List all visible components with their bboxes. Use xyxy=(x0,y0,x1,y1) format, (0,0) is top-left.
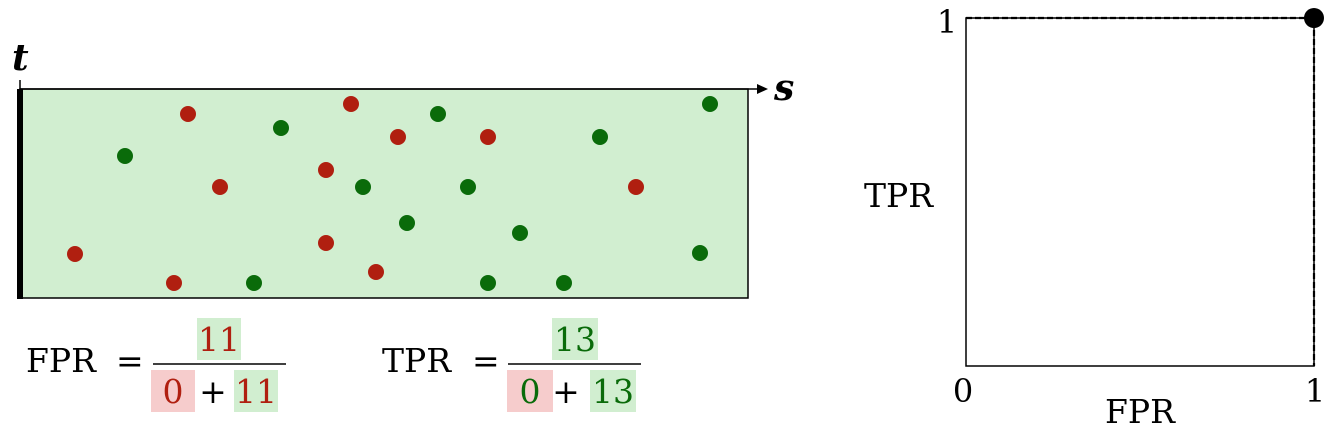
tpr-denominator-left: 0 xyxy=(520,372,541,411)
s-axis-arrowhead xyxy=(757,84,768,94)
fpr-denominator-left: 0 xyxy=(163,372,184,411)
fpr-denominator-right-box xyxy=(234,370,278,412)
tpr-numerator-box xyxy=(552,318,598,360)
s-axis-label: s xyxy=(773,67,794,109)
classifier-diagram: t s xyxy=(12,37,794,299)
fpr-numerator: 11 xyxy=(198,320,240,359)
fpr-plus: + xyxy=(199,372,227,411)
negative-point xyxy=(212,179,228,195)
positive-point xyxy=(702,96,718,112)
tpr-formula: TPR = 13 0 + 13 xyxy=(382,318,641,412)
negative-point xyxy=(180,106,196,122)
positive-point xyxy=(592,129,608,145)
roc-plot-frame xyxy=(965,17,1315,367)
roc-plot: TPR FPR 1 0 1 xyxy=(864,3,1325,431)
positive-points xyxy=(117,96,718,291)
negative-point xyxy=(628,179,644,195)
negative-point xyxy=(368,264,384,280)
tpr-denominator-left-box xyxy=(507,370,553,412)
fpr-formula: FPR = 11 0 + 11 xyxy=(26,318,286,412)
negative-point xyxy=(480,129,496,145)
negative-point xyxy=(67,246,83,262)
tpr-equals: = xyxy=(472,341,500,380)
fpr-denominator-right: 11 xyxy=(235,372,277,411)
fpr-equals: = xyxy=(116,341,144,380)
positive-point xyxy=(355,179,371,195)
roc-x-tick-0: 0 xyxy=(953,372,973,410)
roc-y-axis-label: TPR xyxy=(864,176,934,215)
negative-point xyxy=(390,129,406,145)
negative-point xyxy=(166,275,182,291)
roc-y-tick-1: 1 xyxy=(937,3,957,41)
roc-point xyxy=(1304,8,1324,28)
fpr-formula-label: FPR xyxy=(26,341,97,380)
negative-points xyxy=(67,96,644,291)
positive-point xyxy=(512,225,528,241)
tpr-denominator-right: 13 xyxy=(592,372,634,411)
tpr-denominator-right-box xyxy=(590,370,636,412)
positive-point xyxy=(430,106,446,122)
positive-point xyxy=(460,179,476,195)
positive-region xyxy=(19,88,749,299)
negative-point xyxy=(343,96,359,112)
tpr-plus: + xyxy=(552,372,580,411)
positive-point xyxy=(480,275,496,291)
positive-point xyxy=(556,275,572,291)
negative-point xyxy=(318,162,334,178)
roc-curve xyxy=(966,16,1316,366)
positive-point xyxy=(246,275,262,291)
t-axis-label: t xyxy=(12,37,29,79)
positive-point xyxy=(692,245,708,261)
positive-point xyxy=(117,148,133,164)
positive-point xyxy=(273,120,289,136)
tpr-formula-label: TPR xyxy=(382,341,452,380)
tpr-numerator: 13 xyxy=(554,320,596,359)
fpr-denominator-left-box xyxy=(151,370,195,412)
roc-x-axis-label: FPR xyxy=(1105,392,1176,431)
positive-point xyxy=(399,215,415,231)
roc-x-tick-1: 1 xyxy=(1305,372,1325,410)
fpr-numerator-box xyxy=(197,318,241,360)
negative-point xyxy=(318,235,334,251)
